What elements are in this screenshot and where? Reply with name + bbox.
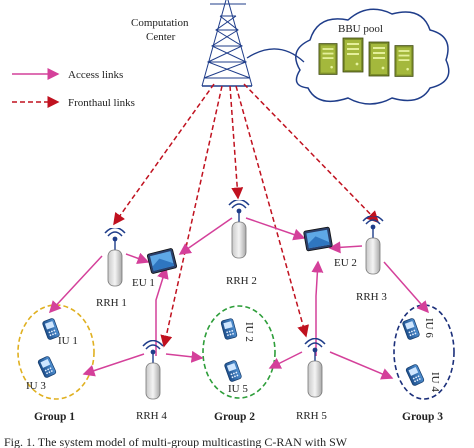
iu-4-phone-icon (404, 363, 426, 387)
iu-2-label: IU 2 (243, 322, 255, 342)
figure-caption: Fig. 1. The system model of multi-group … (4, 435, 348, 448)
center-label-line1: Computation (131, 17, 189, 29)
group-3-ellipse (393, 304, 455, 400)
access-links (48, 217, 429, 380)
legend-fronthaul-label: Fronthaul links (68, 97, 135, 109)
iu-2-phone-icon (220, 317, 238, 341)
bbu-pool-label: BBU pool (338, 23, 383, 35)
rrh-4-label: RRH 4 (136, 410, 167, 422)
iu-3-label: IU 3 (26, 380, 46, 392)
rrh-1-icon (104, 228, 126, 287)
group-1-label: Group 1 (34, 411, 75, 423)
rrh-5-label: RRH 5 (296, 410, 327, 422)
computation-tower-icon (201, 0, 253, 87)
eu-1-tablet-icon (146, 247, 178, 275)
iu-5-label: IU 5 (228, 383, 248, 395)
center-label-line2: Center (146, 31, 176, 43)
iu-6-phone-icon (401, 317, 421, 341)
rrh-4-icon (142, 340, 164, 400)
iu-4-label: IU 4 (429, 372, 441, 392)
iu-5-phone-icon (223, 359, 243, 383)
iu-1-label: IU 1 (58, 335, 78, 347)
rrh-3-label: RRH 3 (356, 291, 387, 303)
rrh-1-label: RRH 1 (96, 297, 127, 309)
fronthaul-links (113, 83, 380, 348)
group-2-label: Group 2 (214, 411, 255, 423)
rrh-5-icon (304, 338, 326, 398)
iu-6-label: IU 6 (423, 318, 435, 338)
rrh-2-icon (228, 200, 250, 259)
legend-access-label: Access links (68, 69, 123, 81)
eu-1-label: EU 1 (132, 277, 155, 289)
eu-2-tablet-icon (302, 226, 334, 252)
eu-2-label: EU 2 (334, 257, 357, 269)
rrh-3-icon (362, 216, 384, 275)
rrh-2-label: RRH 2 (226, 275, 257, 287)
iu-3-phone-icon (36, 355, 58, 379)
center-bbu-link (246, 48, 305, 63)
group-3-label: Group 3 (402, 411, 443, 423)
